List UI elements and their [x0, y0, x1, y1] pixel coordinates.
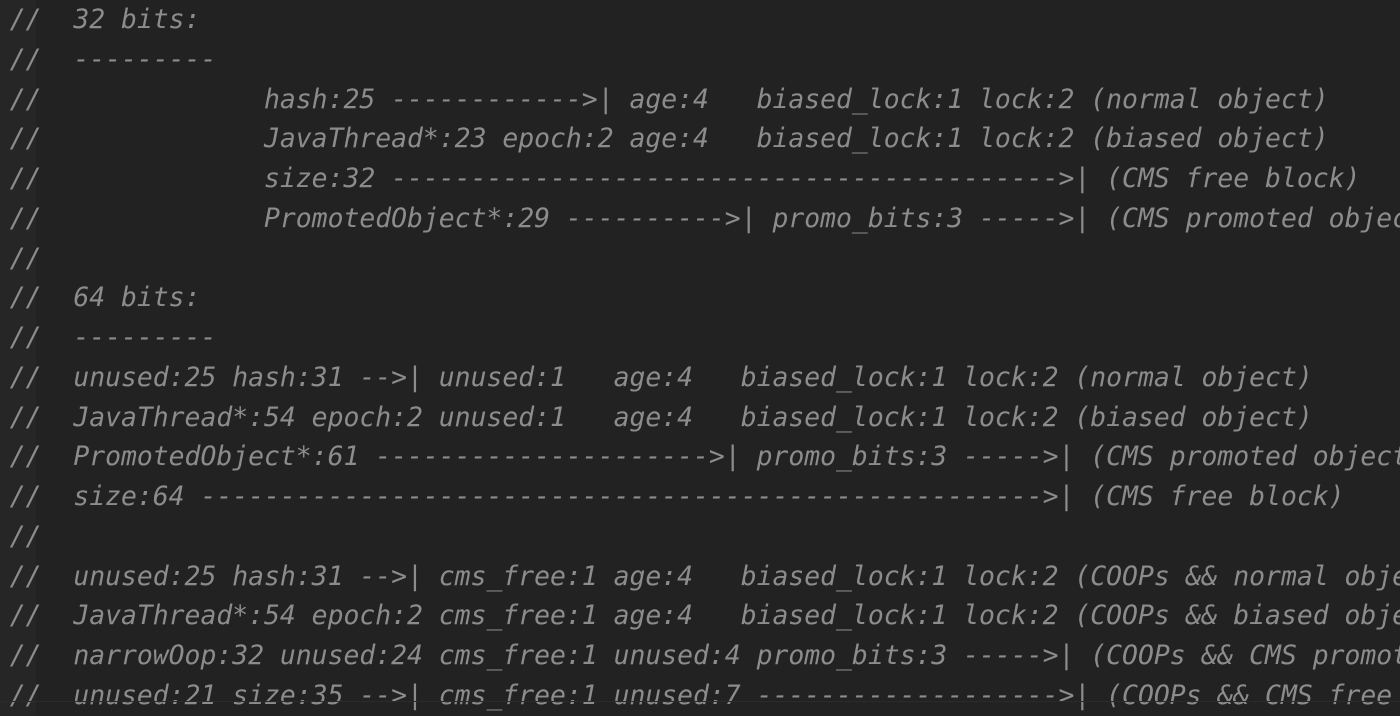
code-line[interactable]: // 64 bits:: [9, 282, 201, 314]
code-line[interactable]: // PromotedObject*:61 ------------------…: [9, 441, 1400, 473]
code-line[interactable]: // ---------: [9, 322, 217, 354]
editor-gutter: [0, 0, 36, 716]
editor-bottom-divider: [0, 701, 1400, 702]
code-line[interactable]: // unused:25 hash:31 -->| unused:1 age:4…: [9, 361, 1313, 393]
code-line[interactable]: // JavaThread*:54 epoch:2 unused:1 age:4…: [9, 401, 1313, 433]
code-line[interactable]: // JavaThread*:23 epoch:2 age:4 biased_l…: [9, 123, 1329, 155]
code-line[interactable]: // JavaThread*:54 epoch:2 cms_free:1 age…: [9, 600, 1400, 632]
code-line[interactable]: // unused:21 size:35 -->| cms_free:1 unu…: [9, 680, 1400, 712]
code-line[interactable]: //: [9, 242, 42, 274]
code-line[interactable]: // 32 bits:: [9, 4, 201, 35]
code-line[interactable]: // hash:25 ------------>| age:4 biased_l…: [9, 83, 1329, 115]
code-line[interactable]: // narrowOop:32 unused:24 cms_free:1 unu…: [9, 640, 1400, 672]
code-line[interactable]: // unused:25 hash:31 -->| cms_free:1 age…: [9, 560, 1400, 592]
code-line[interactable]: // size:32 -----------------------------…: [9, 163, 1361, 195]
code-line[interactable]: // PromotedObject*:29 ---------->| promo…: [9, 202, 1400, 234]
code-line[interactable]: //: [9, 520, 42, 552]
code-line[interactable]: // ---------: [9, 43, 217, 75]
code-line[interactable]: // size:64 -----------------------------…: [9, 481, 1345, 513]
